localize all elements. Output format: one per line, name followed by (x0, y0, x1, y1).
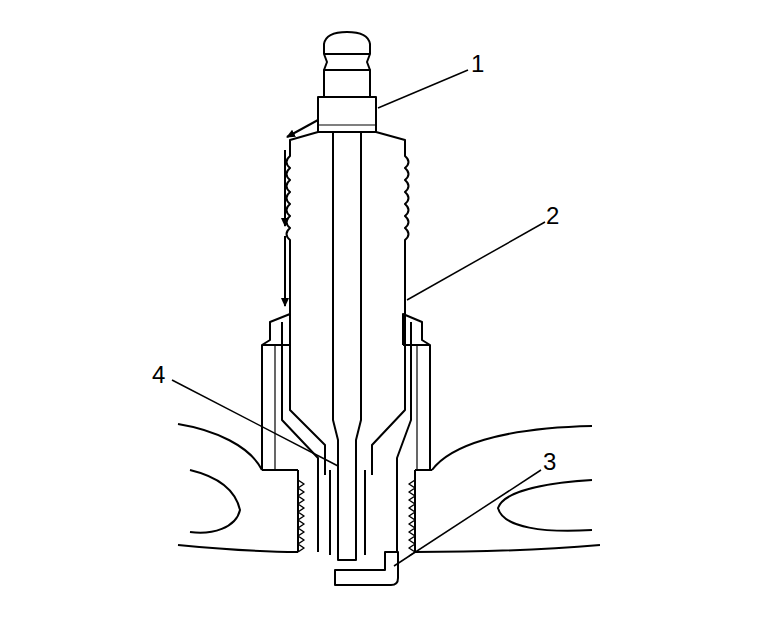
callout-number: 2 (546, 204, 559, 228)
callout-number: 1 (471, 52, 484, 76)
callout-number: 4 (152, 363, 165, 387)
callout-number: 3 (543, 450, 556, 474)
